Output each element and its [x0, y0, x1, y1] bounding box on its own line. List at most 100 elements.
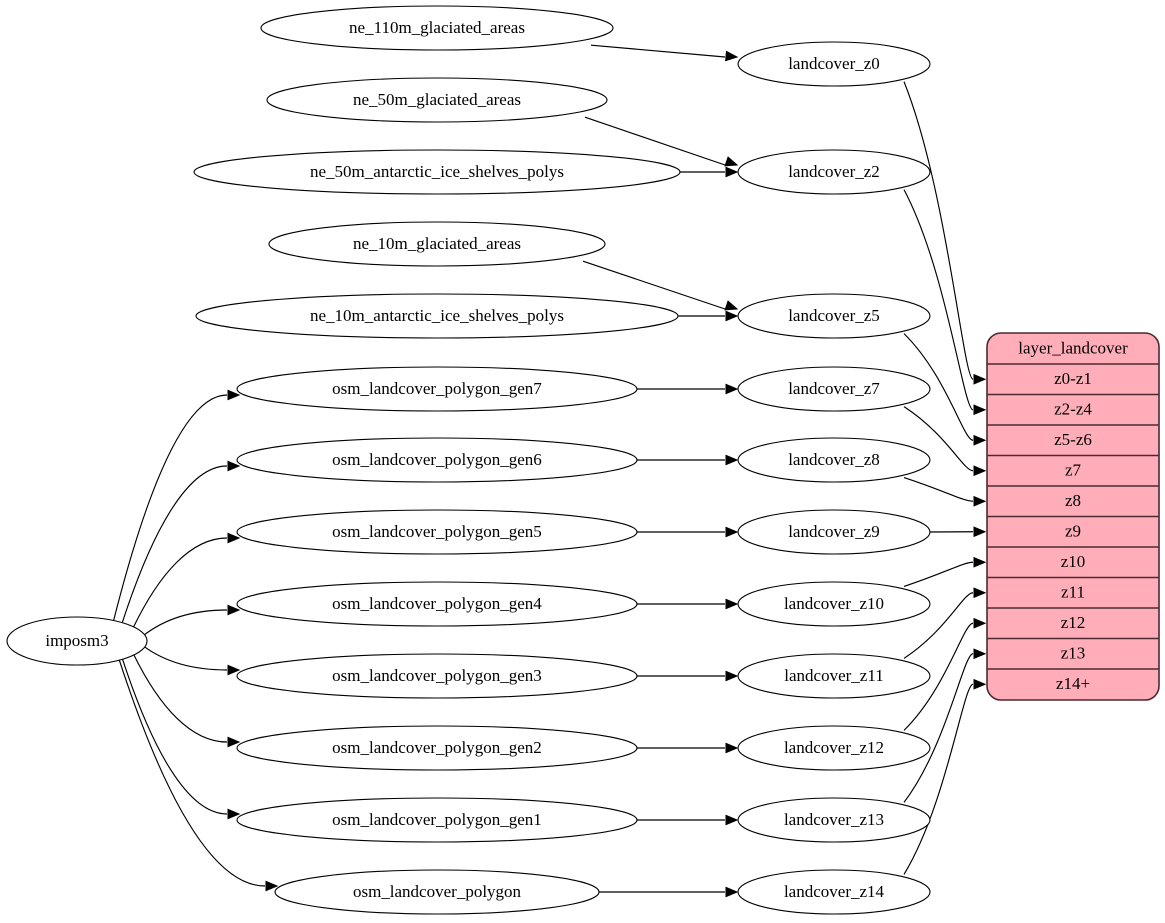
- node-osm_landcover_polygon_gen3[interactable]: osm_landcover_polygon_gen3: [236, 653, 638, 699]
- node-ne_110m_glaciated_areas[interactable]: ne_110m_glaciated_areas: [260, 5, 614, 51]
- edge-line: [903, 333, 974, 441]
- node-landcover_z10[interactable]: landcover_z10: [737, 581, 931, 627]
- node-ellipse: [737, 437, 931, 483]
- node-landcover_z2[interactable]: landcover_z2: [737, 149, 931, 195]
- edge-arrowhead: [725, 670, 739, 682]
- node-label: landcover_z12: [784, 738, 884, 757]
- edge-imposm3-to-osm_landcover_polygon_gen1: [121, 658, 241, 820]
- node-osm_landcover_polygon_gen4[interactable]: osm_landcover_polygon_gen4: [236, 581, 638, 627]
- table-row-z10[interactable]: z10: [1061, 552, 1086, 571]
- edge-line: [121, 658, 228, 815]
- edge-arrowhead: [227, 460, 241, 472]
- node-osm_landcover_polygon_gen5[interactable]: osm_landcover_polygon_gen5: [236, 509, 638, 555]
- edge-landcover_z9-to-row-z9: [929, 526, 987, 538]
- table-row-z14+[interactable]: z14+: [1056, 674, 1090, 693]
- edge-osm_landcover_polygon_gen3-to-landcover_z11: [637, 670, 739, 682]
- table-row-label: z2-z4: [1054, 400, 1092, 419]
- edge-landcover_z14-to-row-z14+: [903, 678, 987, 875]
- node-label: osm_landcover_polygon_gen2: [332, 738, 542, 757]
- edge-osm_landcover_polygon_gen1-to-landcover_z13: [637, 814, 739, 826]
- table-row-label: z7: [1065, 461, 1082, 480]
- edge-landcover_z2-to-row-z2-z4: [903, 189, 987, 416]
- table-row-z7[interactable]: z7: [1065, 461, 1082, 480]
- node-ne_50m_glaciated_areas[interactable]: ne_50m_glaciated_areas: [266, 77, 608, 123]
- node-label: osm_landcover_polygon_gen4: [332, 594, 542, 613]
- edge-line: [121, 465, 228, 624]
- edge-arrowhead: [725, 310, 739, 322]
- edge-arrowhead: [725, 166, 739, 178]
- edge-line: [142, 645, 228, 671]
- edge-osm_landcover_polygon_gen7-to-landcover_z7: [637, 383, 739, 395]
- node-landcover_z0[interactable]: landcover_z0: [737, 41, 931, 87]
- node-ellipse: [195, 293, 679, 339]
- node-ellipse: [236, 437, 638, 483]
- node-osm_landcover_polygon[interactable]: osm_landcover_polygon: [274, 869, 600, 915]
- edge-line: [903, 622, 974, 731]
- table-row-label: z12: [1061, 613, 1086, 632]
- edge-osm_landcover_polygon_gen6-to-landcover_z8: [637, 454, 739, 466]
- table-row-label: z11: [1061, 583, 1085, 602]
- node-ellipse: [274, 869, 600, 915]
- node-ellipse: [737, 653, 931, 699]
- node-ellipse: [236, 581, 638, 627]
- table-row-z12[interactable]: z12: [1061, 613, 1086, 632]
- node-ne_10m_glaciated_areas[interactable]: ne_10m_glaciated_areas: [268, 221, 606, 267]
- node-osm_landcover_polygon_gen7[interactable]: osm_landcover_polygon_gen7: [236, 366, 638, 412]
- node-label: osm_landcover_polygon_gen5: [332, 522, 542, 541]
- table-row-z8[interactable]: z8: [1065, 491, 1081, 510]
- node-ellipse: [737, 581, 931, 627]
- node-label: osm_landcover_polygon_gen3: [332, 666, 542, 685]
- node-ne_10m_antarctic_ice_shelves_polys[interactable]: ne_10m_antarctic_ice_shelves_polys: [195, 293, 679, 339]
- node-ellipse: [260, 5, 614, 51]
- table-row-label: z10: [1061, 552, 1086, 571]
- node-landcover_z14[interactable]: landcover_z14: [737, 869, 931, 915]
- edge-line: [903, 561, 974, 587]
- table-row-z2-z4[interactable]: z2-z4: [1054, 400, 1092, 419]
- node-landcover_z8[interactable]: landcover_z8: [737, 437, 931, 483]
- edge-arrowhead: [724, 300, 739, 311]
- node-landcover_z5[interactable]: landcover_z5: [737, 293, 931, 339]
- node-landcover_z11[interactable]: landcover_z11: [737, 653, 931, 699]
- edge-arrowhead: [973, 678, 987, 690]
- edge-arrowhead: [973, 617, 987, 629]
- edge-arrowhead: [227, 664, 241, 676]
- table-row-z0-z1[interactable]: z0-z1: [1054, 369, 1092, 388]
- node-ellipse: [737, 149, 931, 195]
- node-landcover_z7[interactable]: landcover_z7: [737, 366, 931, 412]
- node-label: ne_10m_antarctic_ice_shelves_polys: [310, 306, 564, 325]
- table-title: layer_landcover: [1018, 338, 1128, 357]
- edge-landcover_z11-to-row-z11: [903, 587, 987, 659]
- edge-arrowhead: [973, 465, 987, 477]
- edge-landcover_z0-to-row-z0-z1: [903, 81, 987, 385]
- edge-arrowhead: [725, 886, 739, 898]
- edge-line: [903, 592, 974, 659]
- node-imposm3[interactable]: imposm3: [6, 616, 148, 666]
- table-row-z9[interactable]: z9: [1065, 522, 1081, 541]
- edge-arrowhead: [725, 50, 739, 62]
- node-landcover_z13[interactable]: landcover_z13: [737, 797, 931, 843]
- node-ellipse: [236, 366, 638, 412]
- node-osm_landcover_polygon_gen6[interactable]: osm_landcover_polygon_gen6: [236, 437, 638, 483]
- node-osm_landcover_polygon_gen2[interactable]: osm_landcover_polygon_gen2: [236, 725, 638, 771]
- node-osm_landcover_polygon_gen1[interactable]: osm_landcover_polygon_gen1: [236, 797, 638, 843]
- edge-ne_110m_glaciated_areas-to-landcover_z0: [590, 44, 739, 62]
- table-row-z11[interactable]: z11: [1061, 583, 1085, 602]
- edge-imposm3-to-osm_landcover_polygon_gen7: [112, 389, 241, 622]
- edge-arrowhead: [973, 434, 987, 446]
- node-ne_50m_antarctic_ice_shelves_polys[interactable]: ne_50m_antarctic_ice_shelves_polys: [193, 149, 681, 195]
- table-row-z13[interactable]: z13: [1061, 644, 1086, 663]
- edge-line: [903, 477, 974, 502]
- node-landcover_z9[interactable]: landcover_z9: [737, 509, 931, 555]
- edge-ne_50m_antarctic_ice_shelves_polys-to-landcover_z2: [680, 166, 739, 178]
- node-label: landcover_z14: [784, 882, 885, 901]
- edge-ne_50m_glaciated_areas-to-landcover_z2: [584, 116, 739, 167]
- node-landcover_z12[interactable]: landcover_z12: [737, 725, 931, 771]
- node-ellipse: [236, 653, 638, 699]
- node-label: ne_110m_glaciated_areas: [349, 18, 525, 37]
- edge-arrowhead: [973, 556, 987, 568]
- edge-imposm3-to-osm_landcover_polygon_gen5: [132, 532, 241, 629]
- edge-arrowhead: [725, 526, 739, 538]
- table-row-z5-z6[interactable]: z5-z6: [1054, 430, 1092, 449]
- edge-arrowhead: [725, 454, 739, 466]
